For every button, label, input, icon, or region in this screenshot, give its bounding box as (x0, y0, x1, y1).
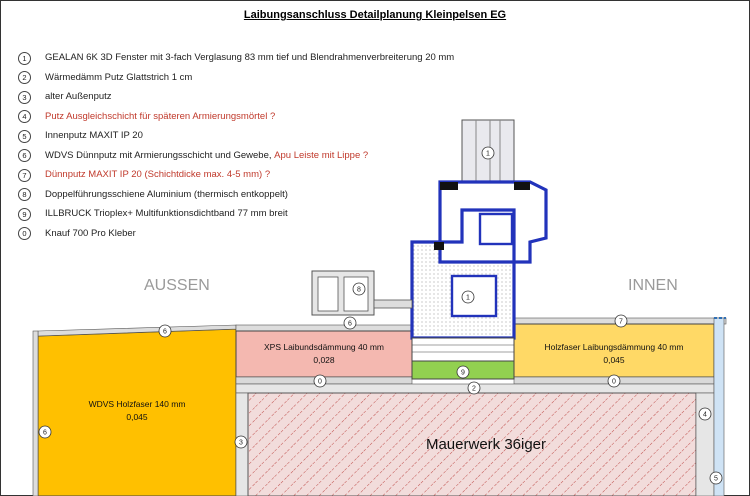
callout-number: 6 (163, 329, 167, 336)
callout-number: 7 (619, 319, 623, 326)
legend-number: 0 (18, 227, 31, 240)
innen-label: INNEN (628, 277, 678, 294)
callout-circle (234, 435, 248, 449)
page-title: Laibungsanschluss Detailplanung Kleinpel… (243, 9, 507, 21)
legend-item: 0 Knauf 700 Pro Kleber (18, 227, 136, 241)
legend-text: Innenputz MAXIT IP 20 (45, 130, 143, 141)
legend-text: Putz Ausgleichschicht für späteren Armie… (45, 110, 276, 122)
callout-number: 0 (612, 379, 616, 386)
legend-number: 5 (18, 129, 31, 143)
callout-number: 5 (714, 476, 718, 483)
guide-rail (311, 270, 413, 316)
callout-circle (313, 374, 327, 388)
wdvs-label: WDVS Holzfaser 140 mm (89, 399, 186, 409)
xps-value: 0,028 (313, 355, 335, 365)
legend-text: Wärmedämm Putz Glattstrich 1 cm (45, 71, 193, 83)
masonry-label: Mauerwerk 36iger (426, 436, 546, 453)
callout-number: 3 (239, 440, 243, 447)
callout-number: 1 (466, 295, 470, 302)
xps-label: XPS Laibundsdämmung 40 mm (264, 342, 384, 352)
legend-item: 1 GEALAN 6K 3D Fenster mit 3-fach Verglas… (18, 51, 454, 65)
legend-text: alter Außenputz (45, 91, 112, 102)
callout-number: 4 (703, 412, 707, 419)
legend-number: 2 (18, 71, 31, 84)
holzfaser-label: Holzfaser Laibungsdämmung 40 mm (545, 342, 684, 352)
interior-plaster-side (713, 317, 725, 496)
callout-number: 1 (486, 151, 490, 158)
legend-number: 3 (18, 90, 31, 104)
callout-circle (461, 290, 475, 304)
legend-text: GEALAN 6K 3D Fenster mit 3-fach Verglasu… (45, 52, 455, 63)
legend-number: 7 (18, 168, 31, 182)
callout-circle (614, 314, 628, 328)
callout-markers: 1 1 8 6 6 7 0 0 9 2 6 3 4 5 (38, 146, 723, 485)
callout-circle (709, 471, 723, 485)
callout-number: 2 (472, 386, 476, 393)
holzfaser-value: 0,045 (603, 355, 625, 365)
callout-number: 9 (461, 370, 465, 377)
legend-text: Doppelführungsschiene Aluminium (thermis… (45, 188, 288, 200)
reveal-plaster-top-left (235, 324, 413, 332)
legend-text: Dünnputz MAXIT IP 20 (Schichtdicke max. … (45, 169, 271, 180)
legend-item: 2 Wärmedämm Putz Glattstrich 1 cm (18, 71, 192, 85)
legend-text: WDVS Dünnputz mit Armierungsschicht und … (45, 149, 275, 161)
legend-number: 8 (18, 188, 31, 201)
callout-number: 8 (357, 287, 361, 294)
callout-circle (698, 407, 712, 421)
callout-circle (38, 425, 52, 439)
callout-number: 6 (43, 430, 47, 437)
legend-number: 1 (18, 51, 31, 65)
legend-text: Knauf 700 Pro Kleber (45, 227, 136, 239)
callout-circle (456, 365, 470, 379)
callout-number: 0 (318, 379, 322, 386)
callout-circle (607, 374, 621, 388)
legend-item: 9 ILLBRUCK Trioplex+ Multifunktionsdichtb… (18, 207, 288, 221)
wdvs-side-plaster (32, 330, 39, 496)
callout-circle (343, 316, 357, 330)
legend-number: 9 (18, 207, 31, 221)
legend-item: 7 Dünnputz MAXIT IP 20 (Schichtdicke max.… (18, 168, 270, 182)
xps-insulation (235, 330, 413, 378)
legend-item: 5 Innenputz MAXIT IP 20 (18, 129, 143, 143)
legend-number: 6 (18, 149, 31, 162)
callout-circle (352, 282, 366, 296)
wdvs-value: 0,045 (126, 412, 148, 422)
aussen-label: AUSSEN (144, 277, 210, 294)
callout-circle (467, 381, 481, 395)
callout-circle (481, 146, 495, 160)
callout-circle (158, 324, 172, 338)
legend-item: 8 Doppelführungsschiene Aluminium (thermi… (18, 188, 288, 202)
legend-text: ILLBRUCK Trioplex+ Multifunktionsdichtba… (45, 208, 288, 219)
legend-item: 4 Putz Ausgleichschicht für späteren Armi… (18, 110, 275, 124)
legend-text-extra: Apu Leiste mit Lippe ? (274, 149, 369, 161)
callout-number: 6 (348, 321, 352, 328)
legend-item: 3 alter Außenputz (18, 90, 112, 104)
masonry-wall (247, 392, 697, 496)
legend-item: 6 WDVS Dünnputz mit Armierungsschicht und… (18, 149, 368, 163)
legend-number: 4 (18, 110, 31, 123)
